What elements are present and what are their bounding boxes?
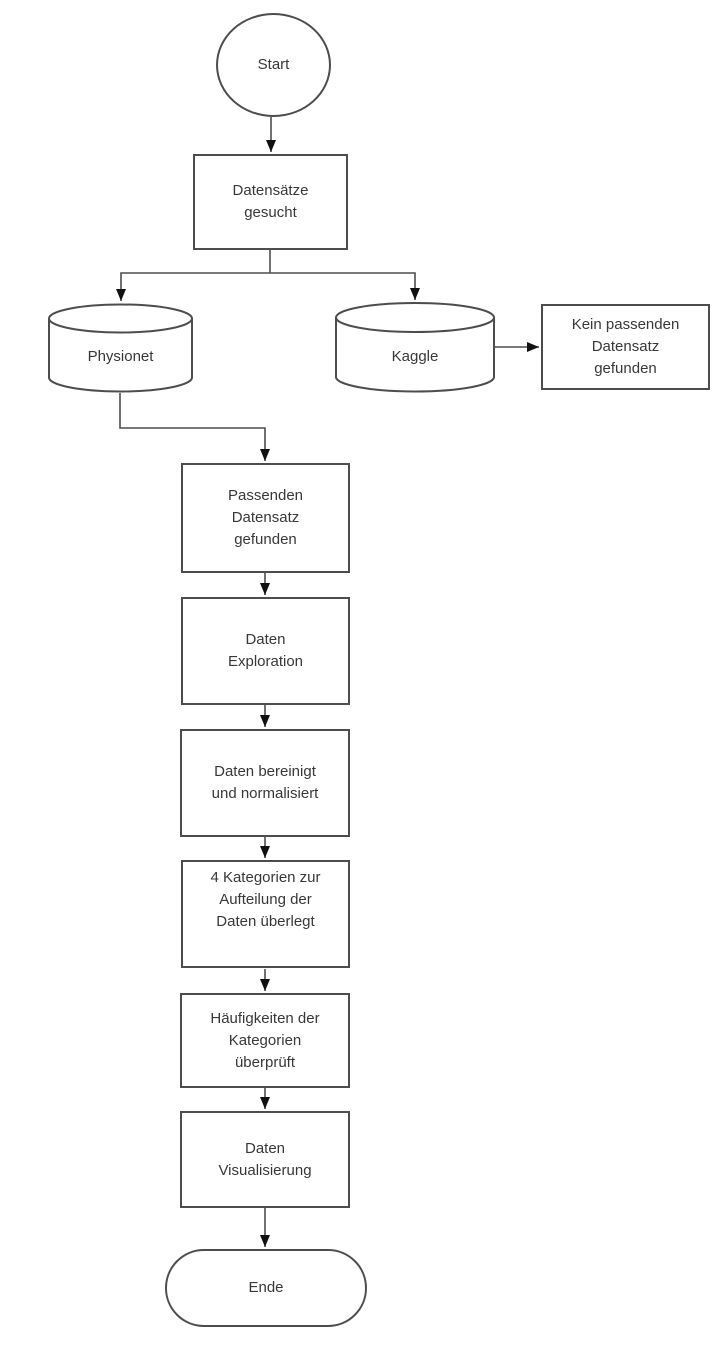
node-kein-passenden-datensatz-label: Kein passenden Datensatz gefunden: [571, 316, 680, 377]
node-daten-visualisierung: Daten Visualisierung: [180, 1111, 350, 1208]
edge-datensaetze-physionet: [116, 272, 270, 301]
node-daten-visualisierung-label: Daten Visualisierung: [218, 1139, 312, 1179]
node-passenden-datensatz-label: Passenden Datensatz gefunden: [227, 487, 304, 548]
node-physionet-label: Physionet: [87, 348, 154, 365]
node-kategorien-ueberlegt-label: 4 Kategorien zur Aufteilung der Daten üb…: [210, 869, 321, 930]
node-haeufigkeiten-ueberprueft-label: Häufigkeiten der Kategorien überprüft: [210, 1009, 320, 1071]
node-daten-exploration-label: Daten Exploration: [227, 631, 304, 670]
database-cylinder-shape: [335, 302, 495, 393]
node-passenden-datensatz: Passenden Datensatz gefunden: [181, 463, 350, 573]
node-daten-bereinigt-label: Daten bereinigt und normalisiert: [211, 763, 319, 802]
node-ende-label: Ende: [248, 1279, 284, 1296]
node-kategorien-ueberlegt: 4 Kategorien zur Aufteilung der Daten üb…: [181, 860, 350, 968]
node-kaggle-label: Kaggle: [391, 347, 439, 365]
node-datensaetze-gesucht: Datensätze gesucht: [193, 154, 348, 250]
node-physionet: Physionet: [48, 303, 193, 393]
node-kein-passenden-datensatz: Kein passenden Datensatz gefunden: [541, 304, 710, 390]
node-haeufigkeiten-ueberprueft: Häufigkeiten der Kategorien überprüft: [180, 993, 350, 1088]
node-datensaetze-gesucht-label: Datensätze gesucht: [232, 182, 309, 221]
node-start: Start: [216, 13, 331, 117]
node-daten-exploration: Daten Exploration: [181, 597, 350, 705]
node-daten-bereinigt: Daten bereinigt und normalisiert: [180, 729, 350, 837]
edge-physionet-passenden: [119, 393, 270, 461]
database-cylinder-shape: [48, 303, 193, 393]
node-start-label: Start: [257, 56, 290, 73]
node-ende: Ende: [165, 1249, 367, 1327]
node-kaggle: Kaggle: [335, 302, 495, 393]
edge-datensaetze-kaggle: [270, 272, 420, 300]
